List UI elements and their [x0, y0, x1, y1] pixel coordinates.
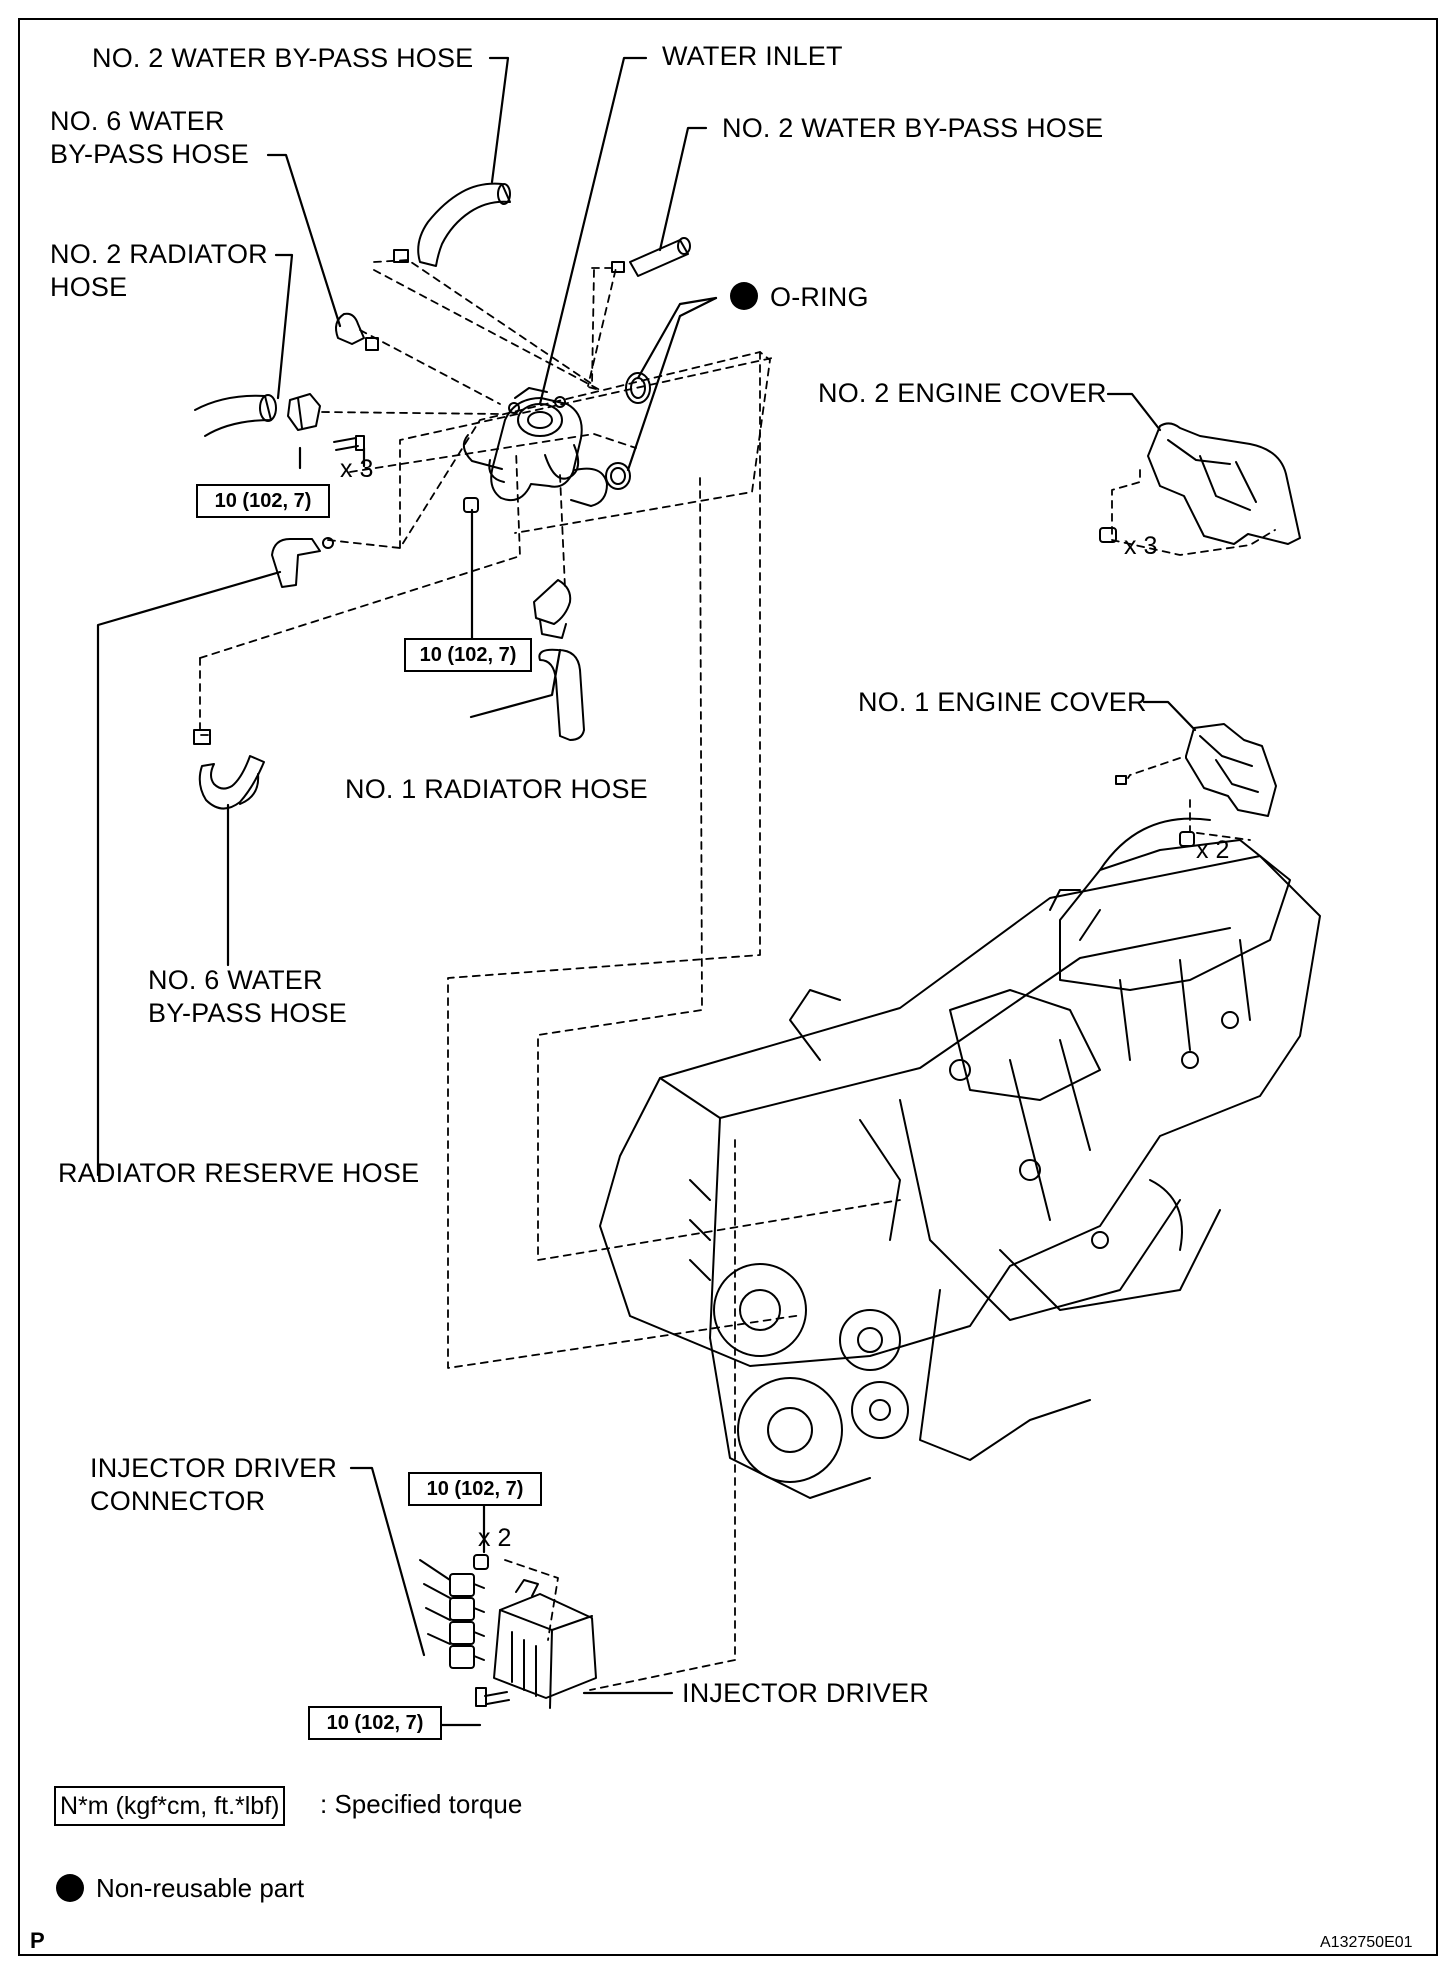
radiator-reserve-hose-part: [271, 537, 334, 588]
torque-box-water-inlet-nut: 10 (102, 7): [404, 638, 532, 672]
no6-water-bypass-hose-bottom-part: [193, 729, 265, 810]
label-no2-engine-cover: NO. 2 ENGINE COVER: [818, 378, 1107, 408]
water-inlet-part: [462, 387, 608, 507]
o-ring-parts: [605, 372, 651, 490]
no1-radiator-hose-part: [533, 579, 585, 741]
injector-driver-connector-part: [419, 1559, 485, 1669]
injector-driver-part: [493, 1579, 597, 1709]
torque-box-injector-driver-nuts: 10 (102, 7): [408, 1472, 542, 1506]
legend-nonreusable-dot: [56, 1874, 84, 1902]
bolt-parts: [333, 435, 1195, 1707]
legend-torque-unit-box: N*m (kgf*cm, ft.*lbf): [54, 1786, 286, 1826]
qty-injector-driver-nuts: x 2: [478, 1524, 512, 1552]
label-no1-engine-cover: NO. 1 ENGINE COVER: [858, 687, 1147, 717]
no1-engine-cover-part: [1185, 723, 1277, 817]
label-no1-radiator-hose: NO. 1 RADIATOR HOSE: [345, 774, 648, 804]
no2-water-bypass-hose-top-part: [393, 182, 511, 267]
page-letter: P: [30, 1928, 45, 1953]
engine-block-part: [599, 817, 1321, 1499]
label-no2-radiator-hose: NO. 2 RADIATOR HOSE: [50, 239, 268, 302]
legend-nonreusable-description: Non-reusable part: [96, 1873, 305, 1903]
label-injector-driver-connector: INJECTOR DRIVER CONNECTOR: [90, 1453, 338, 1516]
no6-water-bypass-hose-top-part: [335, 312, 379, 351]
diagram-frame: [18, 18, 1438, 1956]
label-radiator-reserve-hose: RADIATOR RESERVE HOSE: [58, 1158, 420, 1188]
assembly-dashed-lines: [199, 259, 1276, 1691]
label-water-inlet: WATER INLET: [662, 41, 843, 71]
qty-engine-cover1-nuts: x 2: [1196, 836, 1230, 864]
qty-engine-cover2-nuts: x 3: [1124, 532, 1158, 560]
no2-engine-cover-part: [1147, 422, 1301, 545]
torque-box-water-inlet-bolts: 10 (102, 7): [196, 484, 330, 518]
label-no2-water-bypass-hose-top: NO. 2 WATER BY-PASS HOSE: [92, 43, 474, 73]
leader-lines: [96, 56, 1197, 1727]
no2-radiator-hose-part: [194, 393, 321, 437]
label-no2-water-bypass-hose-right: NO. 2 WATER BY-PASS HOSE: [722, 113, 1104, 143]
legend-torque-description: : Specified torque: [320, 1789, 523, 1819]
label-no6-water-bypass-hose-bottom: NO. 6 WATER BY-PASS HOSE: [148, 965, 347, 1028]
label-injector-driver: INJECTOR DRIVER: [682, 1678, 930, 1708]
label-no6-water-bypass-hose-top: NO. 6 WATER BY-PASS HOSE: [50, 106, 249, 169]
no2-water-bypass-hose-right-part: [611, 237, 691, 277]
torque-box-injector-driver-bolt: 10 (102, 7): [308, 1706, 442, 1740]
o-ring-nonreusable-dot: [730, 282, 758, 310]
figure-id: A132750E01: [1320, 1934, 1413, 1951]
qty-water-inlet-bolts: x 3: [340, 455, 374, 483]
label-o-ring: O-RING: [770, 282, 869, 312]
